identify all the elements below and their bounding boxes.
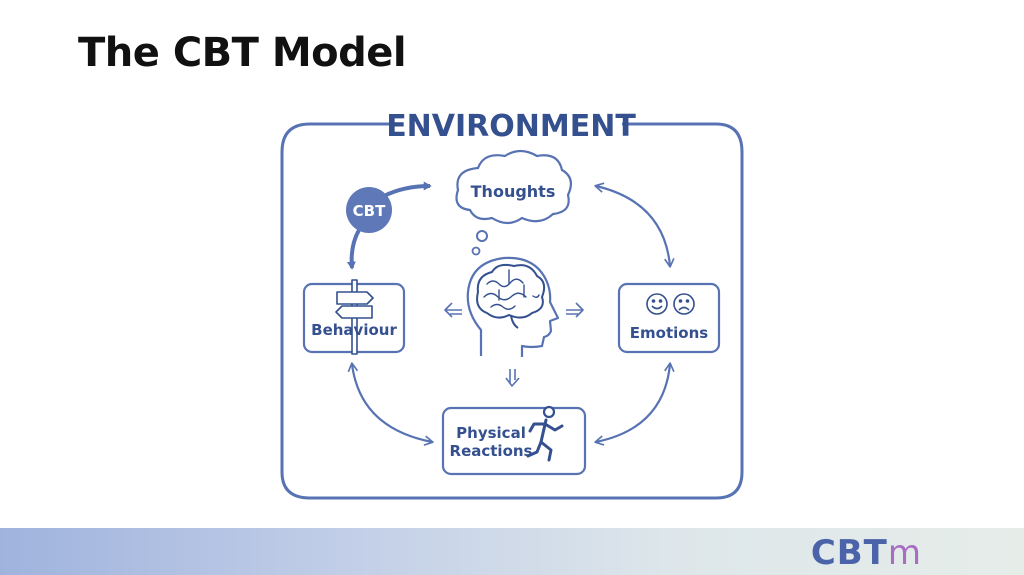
brain-stem-icon [510, 314, 519, 329]
physical-reactions-node: Physical Reactions [441, 405, 587, 476]
slide-title: The CBT Model [78, 30, 407, 76]
behaviour-label: Behaviour [311, 321, 397, 339]
footer-band [0, 528, 1024, 575]
thought-bubble [476, 230, 488, 242]
arrow-to-emotions-icon [566, 302, 584, 318]
arrow-cbt-to-thoughts [383, 181, 432, 198]
arrow-emotions-physical [594, 362, 675, 446]
sad-face-icon [673, 293, 695, 315]
behaviour-node: Behaviour [302, 279, 406, 355]
thoughts-node: Thoughts [455, 149, 573, 256]
emotions-label: Emotions [630, 324, 708, 342]
arrow-physical-behaviour [347, 362, 434, 446]
logo-accent-text: m [887, 533, 922, 573]
cbtm-logo: CBTm [811, 533, 922, 573]
signpost-icon [335, 279, 374, 355]
cbt-intervention: CBT [346, 181, 432, 270]
happy-face-icon [646, 293, 668, 315]
thought-cloud [455, 149, 573, 225]
cycle-arrows [347, 182, 675, 446]
brain-folds-icon [483, 269, 540, 310]
logo-main-text: CBT [810, 533, 888, 573]
cbt-diagram: ENVIRONMENT Thoughts Behaviour [280, 109, 744, 500]
cbt-badge [346, 187, 392, 233]
head-brain-icon [466, 256, 560, 357]
arrow-to-behaviour-icon [444, 302, 462, 318]
cbt-label: CBT [353, 202, 386, 220]
environment-label: ENVIRONMENT [386, 109, 636, 144]
reactions-label: Reactions [450, 442, 533, 460]
environment-frame [280, 122, 744, 500]
arrow-to-physical-icon [505, 369, 520, 387]
thought-bubble [471, 246, 481, 256]
emotions-node: Emotions [617, 282, 721, 354]
arrow-thoughts-emotions [594, 182, 675, 268]
brain-icon [476, 263, 546, 319]
head-output-arrows [444, 302, 584, 387]
thoughts-label: Thoughts [471, 182, 556, 201]
arrow-cbt-to-behaviour [346, 229, 361, 270]
physical-label: Physical [456, 424, 526, 442]
running-person-icon [526, 405, 564, 462]
head-outline-icon [466, 256, 560, 357]
